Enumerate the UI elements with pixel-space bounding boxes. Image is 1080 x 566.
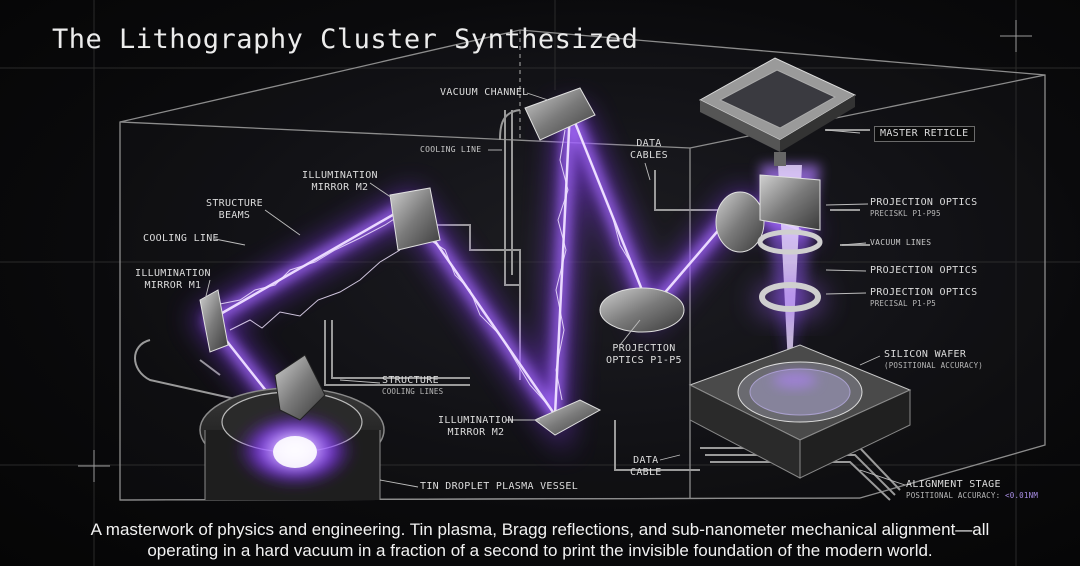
master-reticle xyxy=(698,57,857,166)
label-cooling-line-left: COOLING LINE xyxy=(143,233,219,244)
label-master-reticle: MASTER RETICLE xyxy=(874,126,975,142)
diagram-title: The Lithography Cluster Synthesized xyxy=(52,24,639,55)
beam-sparks xyxy=(214,129,646,406)
label-tin-droplet-plasma-vessel: TIN DROPLET PLASMA VESSEL xyxy=(420,481,579,492)
label-vacuum-channel: VACUUM CHANNEL xyxy=(440,87,529,98)
label-structure-cooling-lines: STRUCTURE COOLING LINES xyxy=(382,375,444,396)
label-silicon-wafer: SILICON WAFER (POSITIONAL ACCURACY) xyxy=(884,349,984,370)
caption-line-1: A masterwork of physics and engineering.… xyxy=(90,520,990,539)
label-projection-optics-2: PROJECTION OPTICS xyxy=(870,265,978,276)
wafer-stage xyxy=(688,344,912,479)
caption-line-2: operating in a hard vacuum in a fraction… xyxy=(147,541,933,560)
cable-lines xyxy=(134,109,901,501)
leader-lines xyxy=(204,92,906,488)
label-projection-optics-1: PROJECTION OPTICS PRECISKL P1-P95 xyxy=(870,197,978,218)
label-projection-optics-3: PROJECTION OPTICS PRECISAL P1-P5 xyxy=(870,287,978,308)
caption: A masterwork of physics and engineering.… xyxy=(0,519,1080,561)
plasma-vessel xyxy=(199,354,385,500)
corner-crosshairs xyxy=(78,20,1032,482)
label-vacuum-lines: VACUUM LINES xyxy=(870,238,932,247)
label-alignment-stage: ALIGNMENT STAGE POSITIONAL ACCURACY: <0.… xyxy=(906,479,1039,500)
label-cooling-line-top: COOLING LINE xyxy=(420,145,482,154)
mirrors xyxy=(199,87,823,436)
